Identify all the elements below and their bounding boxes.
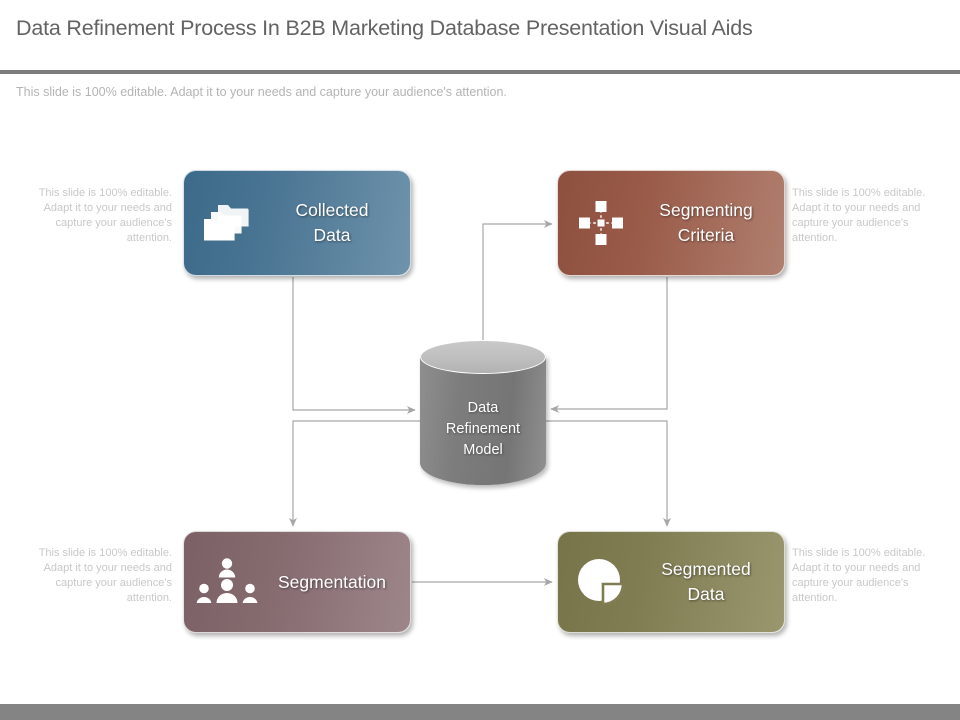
note-bottom-right: This slide is 100% editable. Adapt it to… — [792, 547, 926, 604]
node-label: Segmented Data — [661, 559, 751, 604]
connector-model-to-criteria — [482, 220, 553, 340]
title-divider — [0, 70, 960, 74]
node-label: Collected Data — [295, 200, 369, 245]
node-segmentation[interactable]: Segmentation — [183, 531, 411, 633]
people-group-icon — [184, 532, 270, 632]
node-data-refinement-model[interactable]: Data Refinement Model — [420, 340, 546, 500]
connector-criteria-to-model — [550, 277, 668, 413]
node-segmented-data[interactable]: Segmented Data — [557, 531, 785, 633]
connector-collected-to-model — [292, 277, 416, 414]
note-bottom-left: This slide is 100% editable. Adapt it to… — [38, 547, 172, 604]
connector-model-to-segmented — [546, 420, 671, 527]
footer-bar — [0, 704, 960, 720]
pie-chart-icon — [558, 532, 644, 632]
process-diagram: Collected Data Segmenting C — [183, 170, 785, 633]
note-top-left: This slide is 100% editable. Adapt it to… — [38, 187, 172, 244]
node-segmenting-criteria[interactable]: Segmenting Criteria — [557, 170, 785, 276]
node-label: Segmenting Criteria — [659, 200, 753, 245]
folders-icon — [184, 171, 270, 275]
connector-lines — [289, 220, 671, 586]
node-collected-data[interactable]: Collected Data — [183, 170, 411, 276]
node-label: Data Refinement Model — [445, 400, 521, 459]
note-top-right: This slide is 100% editable. Adapt it to… — [792, 187, 926, 244]
page-title: Data Refinement Process In B2B Marketing… — [16, 16, 753, 40]
node-network-icon — [558, 171, 644, 275]
slide-subtitle: This slide is 100% editable. Adapt it to… — [16, 85, 507, 99]
node-label: Segmentation — [278, 571, 386, 592]
cylinder-body — [420, 355, 546, 485]
cylinder-top — [420, 340, 546, 374]
connector-model-to-segmentation — [289, 420, 420, 527]
